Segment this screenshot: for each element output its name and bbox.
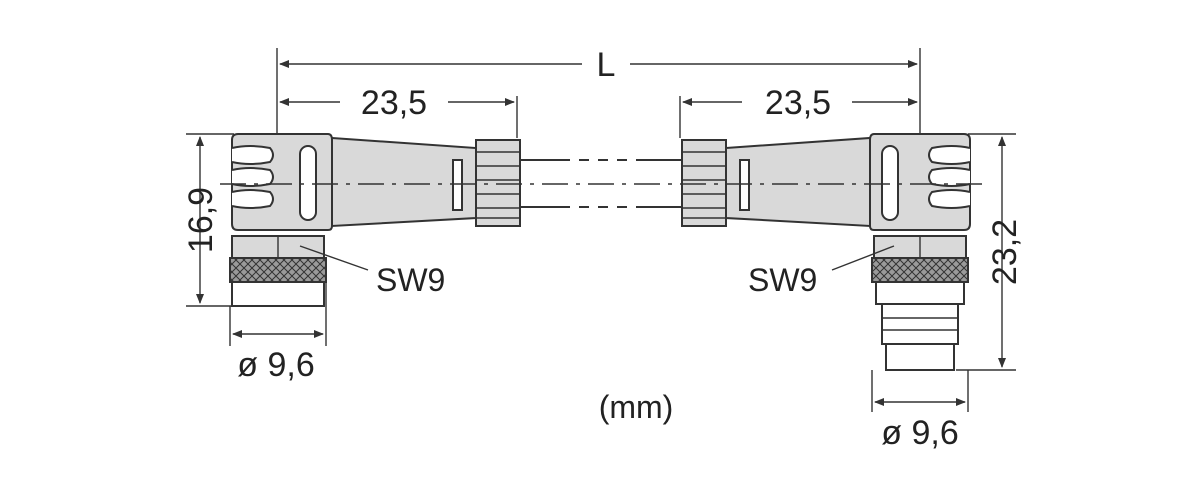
right-diameter-label: ø 9,6 [881,414,958,452]
right-connector [681,133,971,371]
left-height-dimension: 16,9 [182,133,234,307]
left-wrench-label: SW9 [376,262,445,298]
units-label: (mm) [599,389,674,425]
right-diameter-dimension: ø 9,6 [871,370,969,452]
left-wrench-callout: SW9 [299,245,445,298]
left-diameter-dimension: ø 9,6 [229,282,327,384]
left-height-label: 16,9 [182,187,220,253]
left-diameter-label: ø 9,6 [237,346,314,384]
right-body-length-dimension: 23,5 [679,84,918,138]
right-wrench-label: SW9 [748,262,817,298]
overall-length-dimension: L [276,46,921,138]
left-body-length-dimension: 23,5 [279,84,518,138]
left-body-length-label: 23,5 [361,84,427,122]
right-wrench-callout: SW9 [748,245,895,298]
right-height-label: 23,2 [986,219,1024,285]
right-body-length-label: 23,5 [765,84,831,122]
cable [520,159,682,208]
right-height-dimension: 23,2 [956,133,1024,371]
length-label: L [597,46,616,84]
left-connector [229,133,521,307]
